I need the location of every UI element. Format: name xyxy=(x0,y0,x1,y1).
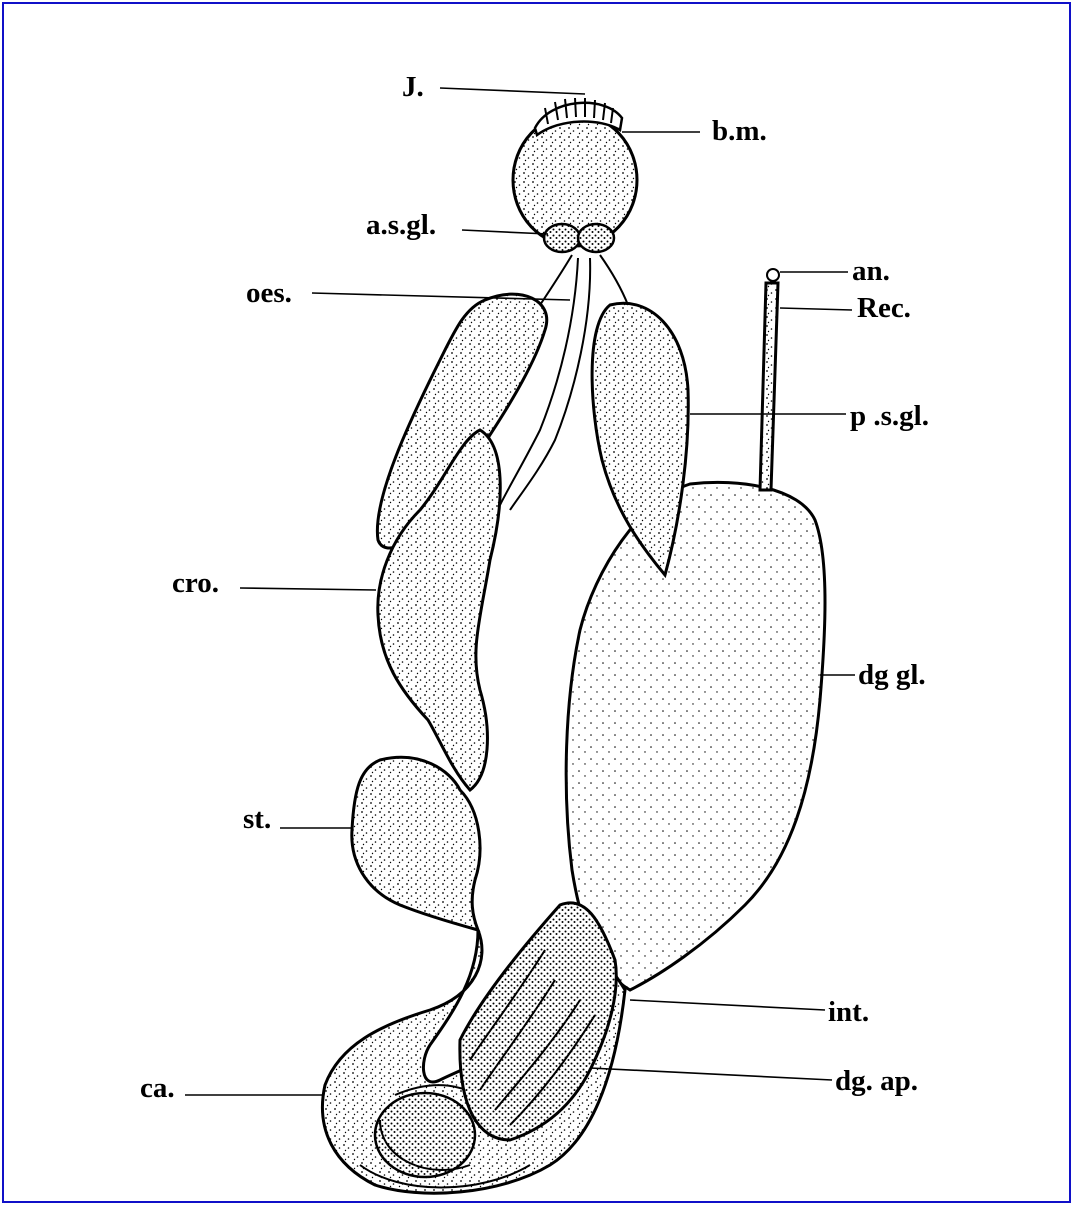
leader-int xyxy=(630,1000,825,1010)
buccal-mass-shape xyxy=(513,114,637,246)
rectum-shape xyxy=(760,283,778,490)
digestive-gland-shape xyxy=(566,482,825,990)
stomach-shape xyxy=(352,757,480,930)
label-anus: an. xyxy=(852,255,890,287)
anus-shape xyxy=(767,269,779,281)
anterior-salivary-gland-left xyxy=(544,224,580,252)
label-anterior-salivary-gland: a.s.gl. xyxy=(366,209,436,241)
salivary-ducts xyxy=(540,255,628,305)
anterior-salivary-gland-right xyxy=(578,224,614,252)
leader-dgap xyxy=(590,1068,832,1080)
label-buccal-mass: b.m. xyxy=(712,115,767,147)
leader-cro xyxy=(240,588,376,590)
label-rectum: Rec. xyxy=(857,292,911,324)
label-intestine: int. xyxy=(828,996,869,1028)
label-oesophagus: oes. xyxy=(246,277,292,309)
posterior-salivary-gland-right-shape xyxy=(592,303,688,575)
label-crop: cro. xyxy=(172,567,219,599)
leader-jaw xyxy=(440,88,585,94)
label-digestive-appendix: dg. ap. xyxy=(835,1065,918,1097)
label-digestive-gland: dg gl. xyxy=(858,659,926,691)
label-posterior-salivary-gland: p .s.gl. xyxy=(850,400,929,432)
caecum-inner-loop xyxy=(375,1093,475,1177)
label-jaw: J. xyxy=(402,71,424,103)
label-caecum: ca. xyxy=(140,1072,175,1104)
label-stomach: st. xyxy=(243,803,271,835)
leader-rec xyxy=(780,308,852,310)
